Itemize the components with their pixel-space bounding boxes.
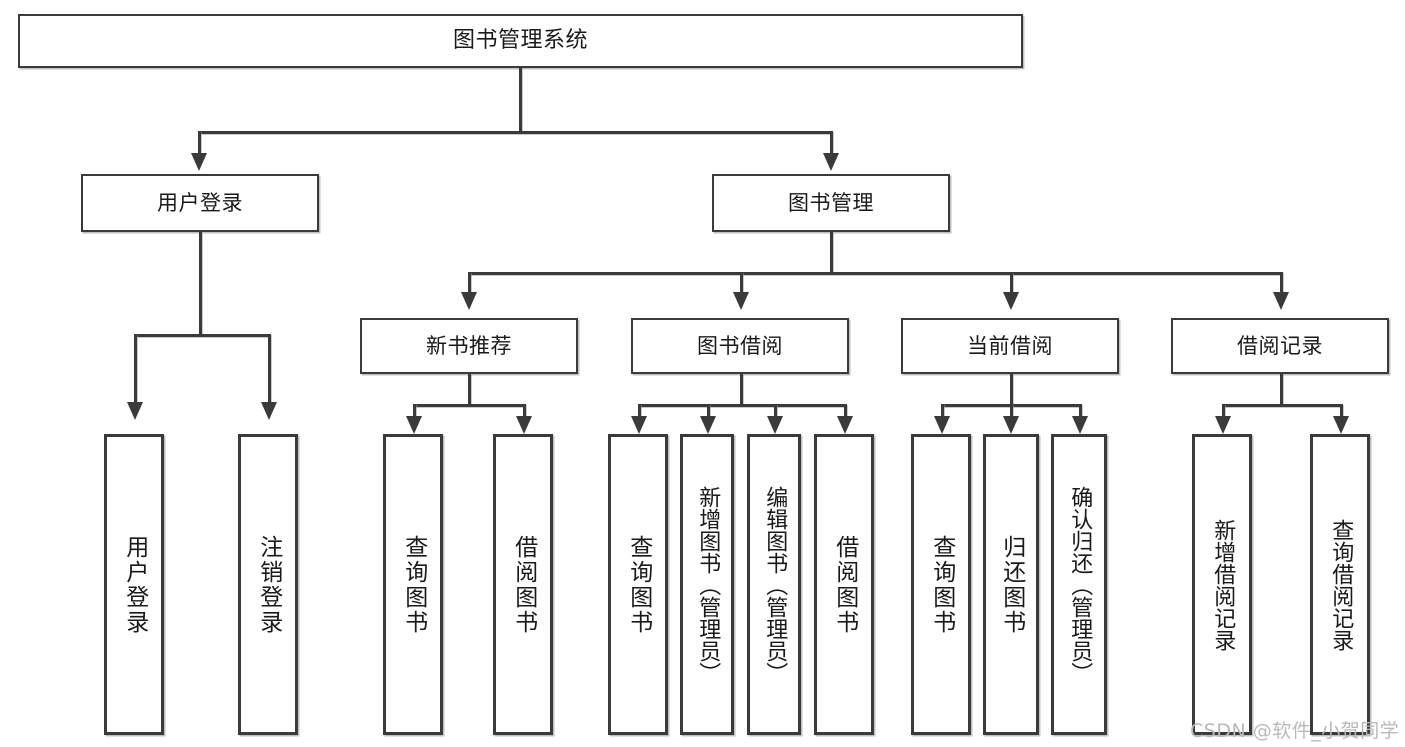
connector-user-login-bar xyxy=(134,334,270,337)
arrow-book-borrow-leaf-3 xyxy=(767,416,783,434)
connector-book-borrow-drop-2 xyxy=(707,404,710,420)
arrow-current-borrow-leaf-3 xyxy=(1072,416,1088,434)
connector-book-borrow-stem xyxy=(740,374,743,406)
arrow-root-to-book-mgmt xyxy=(823,153,839,171)
leaf-borrow-record-query-record[interactable]: 查询借阅记录 xyxy=(1310,434,1370,735)
arrow-user-login-leaf-2 xyxy=(261,402,277,420)
connector-current-borrow-drop-2 xyxy=(1010,404,1013,420)
node-label: 新书推荐 xyxy=(426,333,512,358)
arrow-book-borrow-leaf-4 xyxy=(837,416,853,434)
node-new-book-recommend[interactable]: 新书推荐 xyxy=(360,318,578,374)
arrow-book-mgmt-child-1 xyxy=(461,292,477,310)
node-current-borrow[interactable]: 当前借阅 xyxy=(901,318,1119,374)
arrow-book-borrow-leaf-1 xyxy=(631,416,647,434)
connector-book-mgmt-drop-3 xyxy=(1010,272,1013,296)
leaf-new-book-query-book[interactable]: 查询图书 xyxy=(383,434,443,735)
arrow-book-mgmt-child-4 xyxy=(1273,292,1289,310)
connector-book-mgmt-stem xyxy=(830,232,833,274)
arrow-current-borrow-leaf-2 xyxy=(1003,416,1019,434)
node-label: 当前借阅 xyxy=(967,333,1053,358)
connector-book-borrow-drop-4 xyxy=(844,404,847,420)
connector-user-login-drop-1 xyxy=(134,334,137,406)
connector-borrow-record-bar xyxy=(1222,404,1340,407)
arrow-borrow-record-leaf-1 xyxy=(1215,416,1231,434)
node-user-login[interactable]: 用户登录 xyxy=(81,174,319,232)
leaf-current-borrow-query-book[interactable]: 查询图书 xyxy=(911,434,971,735)
node-borrow-record[interactable]: 借阅记录 xyxy=(1171,318,1389,374)
connector-book-borrow-drop-1 xyxy=(638,404,641,420)
leaf-borrow-record-add-record[interactable]: 新增借阅记录 xyxy=(1192,434,1252,735)
leaf-label: 查询图书 xyxy=(400,534,427,635)
leaf-book-borrow-edit-book-admin[interactable]: 编辑图书（管理员） xyxy=(747,434,801,735)
connector-book-mgmt-drop-1 xyxy=(468,272,471,296)
node-label: 图书借阅 xyxy=(697,333,783,358)
connector-new-book-drop-2 xyxy=(523,404,526,420)
connector-root-bar xyxy=(198,131,832,134)
connector-current-borrow-drop-3 xyxy=(1079,404,1082,420)
leaf-label: 注销登录 xyxy=(255,534,282,635)
connector-new-book-bar xyxy=(413,404,525,407)
connector-borrow-record-drop-1 xyxy=(1222,404,1225,420)
connector-user-login-stem xyxy=(199,232,202,336)
node-label: 图书管理系统 xyxy=(452,28,588,54)
leaf-label: 用户登录 xyxy=(121,534,148,635)
leaf-book-borrow-add-book-admin[interactable]: 新增图书（管理员） xyxy=(680,434,734,735)
leaf-label: 借阅图书 xyxy=(831,534,858,635)
connector-book-borrow-drop-3 xyxy=(774,404,777,420)
connector-book-borrow-bar xyxy=(638,404,846,407)
arrow-new-book-leaf-2 xyxy=(516,416,532,434)
node-root-system[interactable]: 图书管理系统 xyxy=(18,14,1023,68)
connector-book-mgmt-bar xyxy=(468,272,1280,275)
connector-root-to-book-mgmt xyxy=(830,131,833,157)
node-book-borrow[interactable]: 图书借阅 xyxy=(631,318,849,374)
leaf-user-login-login[interactable]: 用户登录 xyxy=(104,434,164,735)
node-label: 图书管理 xyxy=(788,190,874,215)
leaf-label: 编辑图书（管理员） xyxy=(762,485,788,684)
connector-new-book-stem xyxy=(468,374,471,406)
connector-book-mgmt-drop-2 xyxy=(740,272,743,296)
connector-book-mgmt-drop-4 xyxy=(1280,272,1283,296)
leaf-book-borrow-borrow-book[interactable]: 借阅图书 xyxy=(814,434,874,735)
arrow-user-login-leaf-1 xyxy=(127,402,143,420)
leaf-label: 查询图书 xyxy=(625,534,652,635)
leaf-user-login-logout[interactable]: 注销登录 xyxy=(238,434,298,735)
leaf-label: 新增图书（管理员） xyxy=(695,485,721,684)
connector-current-borrow-stem xyxy=(1010,374,1013,406)
leaf-label: 新增借阅记录 xyxy=(1210,518,1236,651)
arrow-book-mgmt-child-2 xyxy=(733,292,749,310)
leaf-label: 查询图书 xyxy=(928,534,955,635)
leaf-current-borrow-confirm-return-admin[interactable]: 确认归还（管理员） xyxy=(1051,434,1107,735)
node-label: 借阅记录 xyxy=(1237,333,1323,358)
leaf-label: 确认归还（管理员） xyxy=(1067,485,1093,684)
arrow-new-book-leaf-1 xyxy=(406,416,422,434)
arrow-book-mgmt-child-3 xyxy=(1003,292,1019,310)
connector-root-to-user-login xyxy=(198,131,201,157)
connector-new-book-drop-1 xyxy=(413,404,416,420)
connector-borrow-record-stem xyxy=(1280,374,1283,406)
leaf-label: 借阅图书 xyxy=(510,534,537,635)
leaf-label: 查询借阅记录 xyxy=(1328,518,1354,651)
leaf-new-book-borrow-book[interactable]: 借阅图书 xyxy=(493,434,553,735)
connector-borrow-record-drop-2 xyxy=(1340,404,1343,420)
arrow-current-borrow-leaf-1 xyxy=(934,416,950,434)
arrow-borrow-record-leaf-2 xyxy=(1333,416,1349,434)
leaf-label: 归还图书 xyxy=(998,534,1025,635)
node-book-management[interactable]: 图书管理 xyxy=(712,174,950,232)
connector-user-login-drop-2 xyxy=(268,334,271,406)
connector-root-stem xyxy=(519,68,522,132)
arrow-root-to-user-login xyxy=(191,153,207,171)
arrow-book-borrow-leaf-2 xyxy=(700,416,716,434)
connector-current-borrow-drop-1 xyxy=(941,404,944,420)
leaf-current-borrow-return-book[interactable]: 归还图书 xyxy=(983,434,1039,735)
leaf-book-borrow-query-book[interactable]: 查询图书 xyxy=(608,434,668,735)
node-label: 用户登录 xyxy=(157,190,243,215)
